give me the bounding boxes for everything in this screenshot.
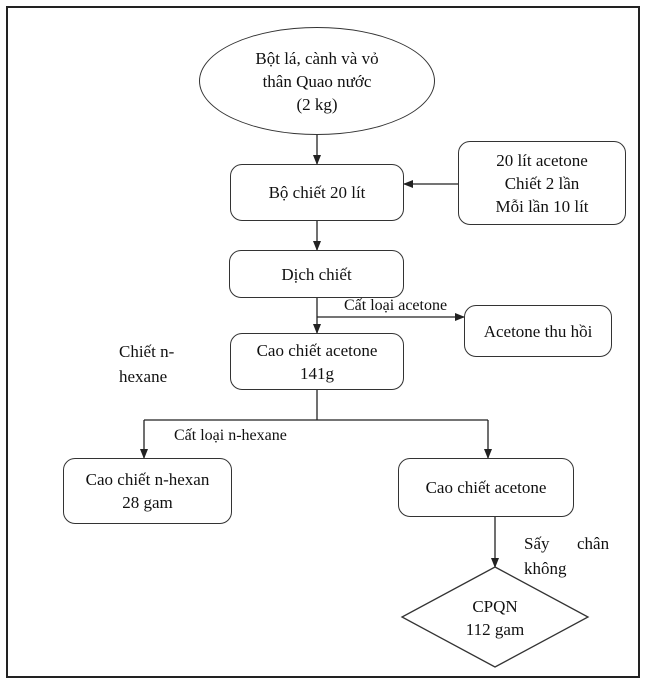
distill-acetone-label: Cất loại acetone bbox=[344, 297, 448, 314]
hexane-extract-node: Cao chiết n-hexan 28 gam bbox=[63, 458, 232, 524]
extract-liquid-node: Dịch chiết bbox=[229, 250, 404, 298]
vacuum-dry-word3: không bbox=[524, 559, 567, 578]
extract-hexane-label-line1: Chiết n- bbox=[119, 342, 175, 361]
distill-hexane-label: Cất loại n-hexane bbox=[174, 427, 287, 444]
acetone-extract-2-node: Cao chiết acetone bbox=[398, 458, 574, 517]
source-material-node: Bột lá, cành và vỏ thân Quao nước (2 kg) bbox=[199, 27, 435, 135]
cpqn-text: CPQN 112 gam bbox=[465, 597, 525, 639]
acetone-extract-text: Cao chiết acetone 141g bbox=[256, 340, 378, 383]
flowchart-frame bbox=[6, 6, 640, 678]
acetone-input-node: 20 lít acetone Chiết 2 lần Mỗi lần 10 lí… bbox=[458, 141, 626, 225]
cpqn-diamond bbox=[400, 566, 590, 668]
extractor-node: Bộ chiết 20 lít bbox=[230, 164, 404, 221]
source-material-text: Bột lá, cành và vỏ thân Quao nước (2 kg) bbox=[255, 48, 379, 114]
vacuum-dry-word2: chân bbox=[577, 534, 610, 553]
acetone-input-text: 20 lít acetone Chiết 2 lần Mỗi lần 10 lí… bbox=[495, 150, 589, 216]
vacuum-dry-word1: Sấy bbox=[524, 534, 550, 553]
extract-hexane-label-line2: hexane bbox=[119, 367, 168, 386]
extractor-text: Bộ chiết 20 lít bbox=[268, 183, 366, 202]
extract-liquid-text: Dịch chiết bbox=[281, 264, 352, 284]
acetone-extract-2-text: Cao chiết acetone bbox=[425, 478, 547, 497]
acetone-recovered-text: Acetone thu hồi bbox=[483, 321, 593, 341]
acetone-extract-node: Cao chiết acetone 141g bbox=[230, 333, 404, 390]
hexane-extract-text: Cao chiết n-hexan 28 gam bbox=[85, 470, 210, 512]
acetone-recovered-node: Acetone thu hồi bbox=[464, 305, 612, 357]
